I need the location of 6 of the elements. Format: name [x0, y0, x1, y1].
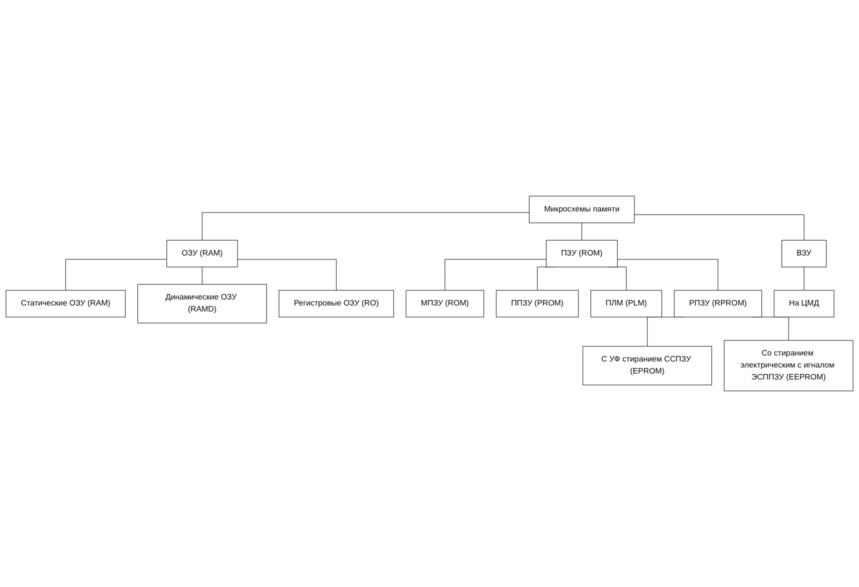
connector	[444, 259, 546, 291]
connector	[65, 259, 168, 291]
connector	[634, 214, 804, 240]
connector	[237, 259, 337, 291]
connector	[617, 259, 718, 291]
connector	[202, 212, 530, 240]
